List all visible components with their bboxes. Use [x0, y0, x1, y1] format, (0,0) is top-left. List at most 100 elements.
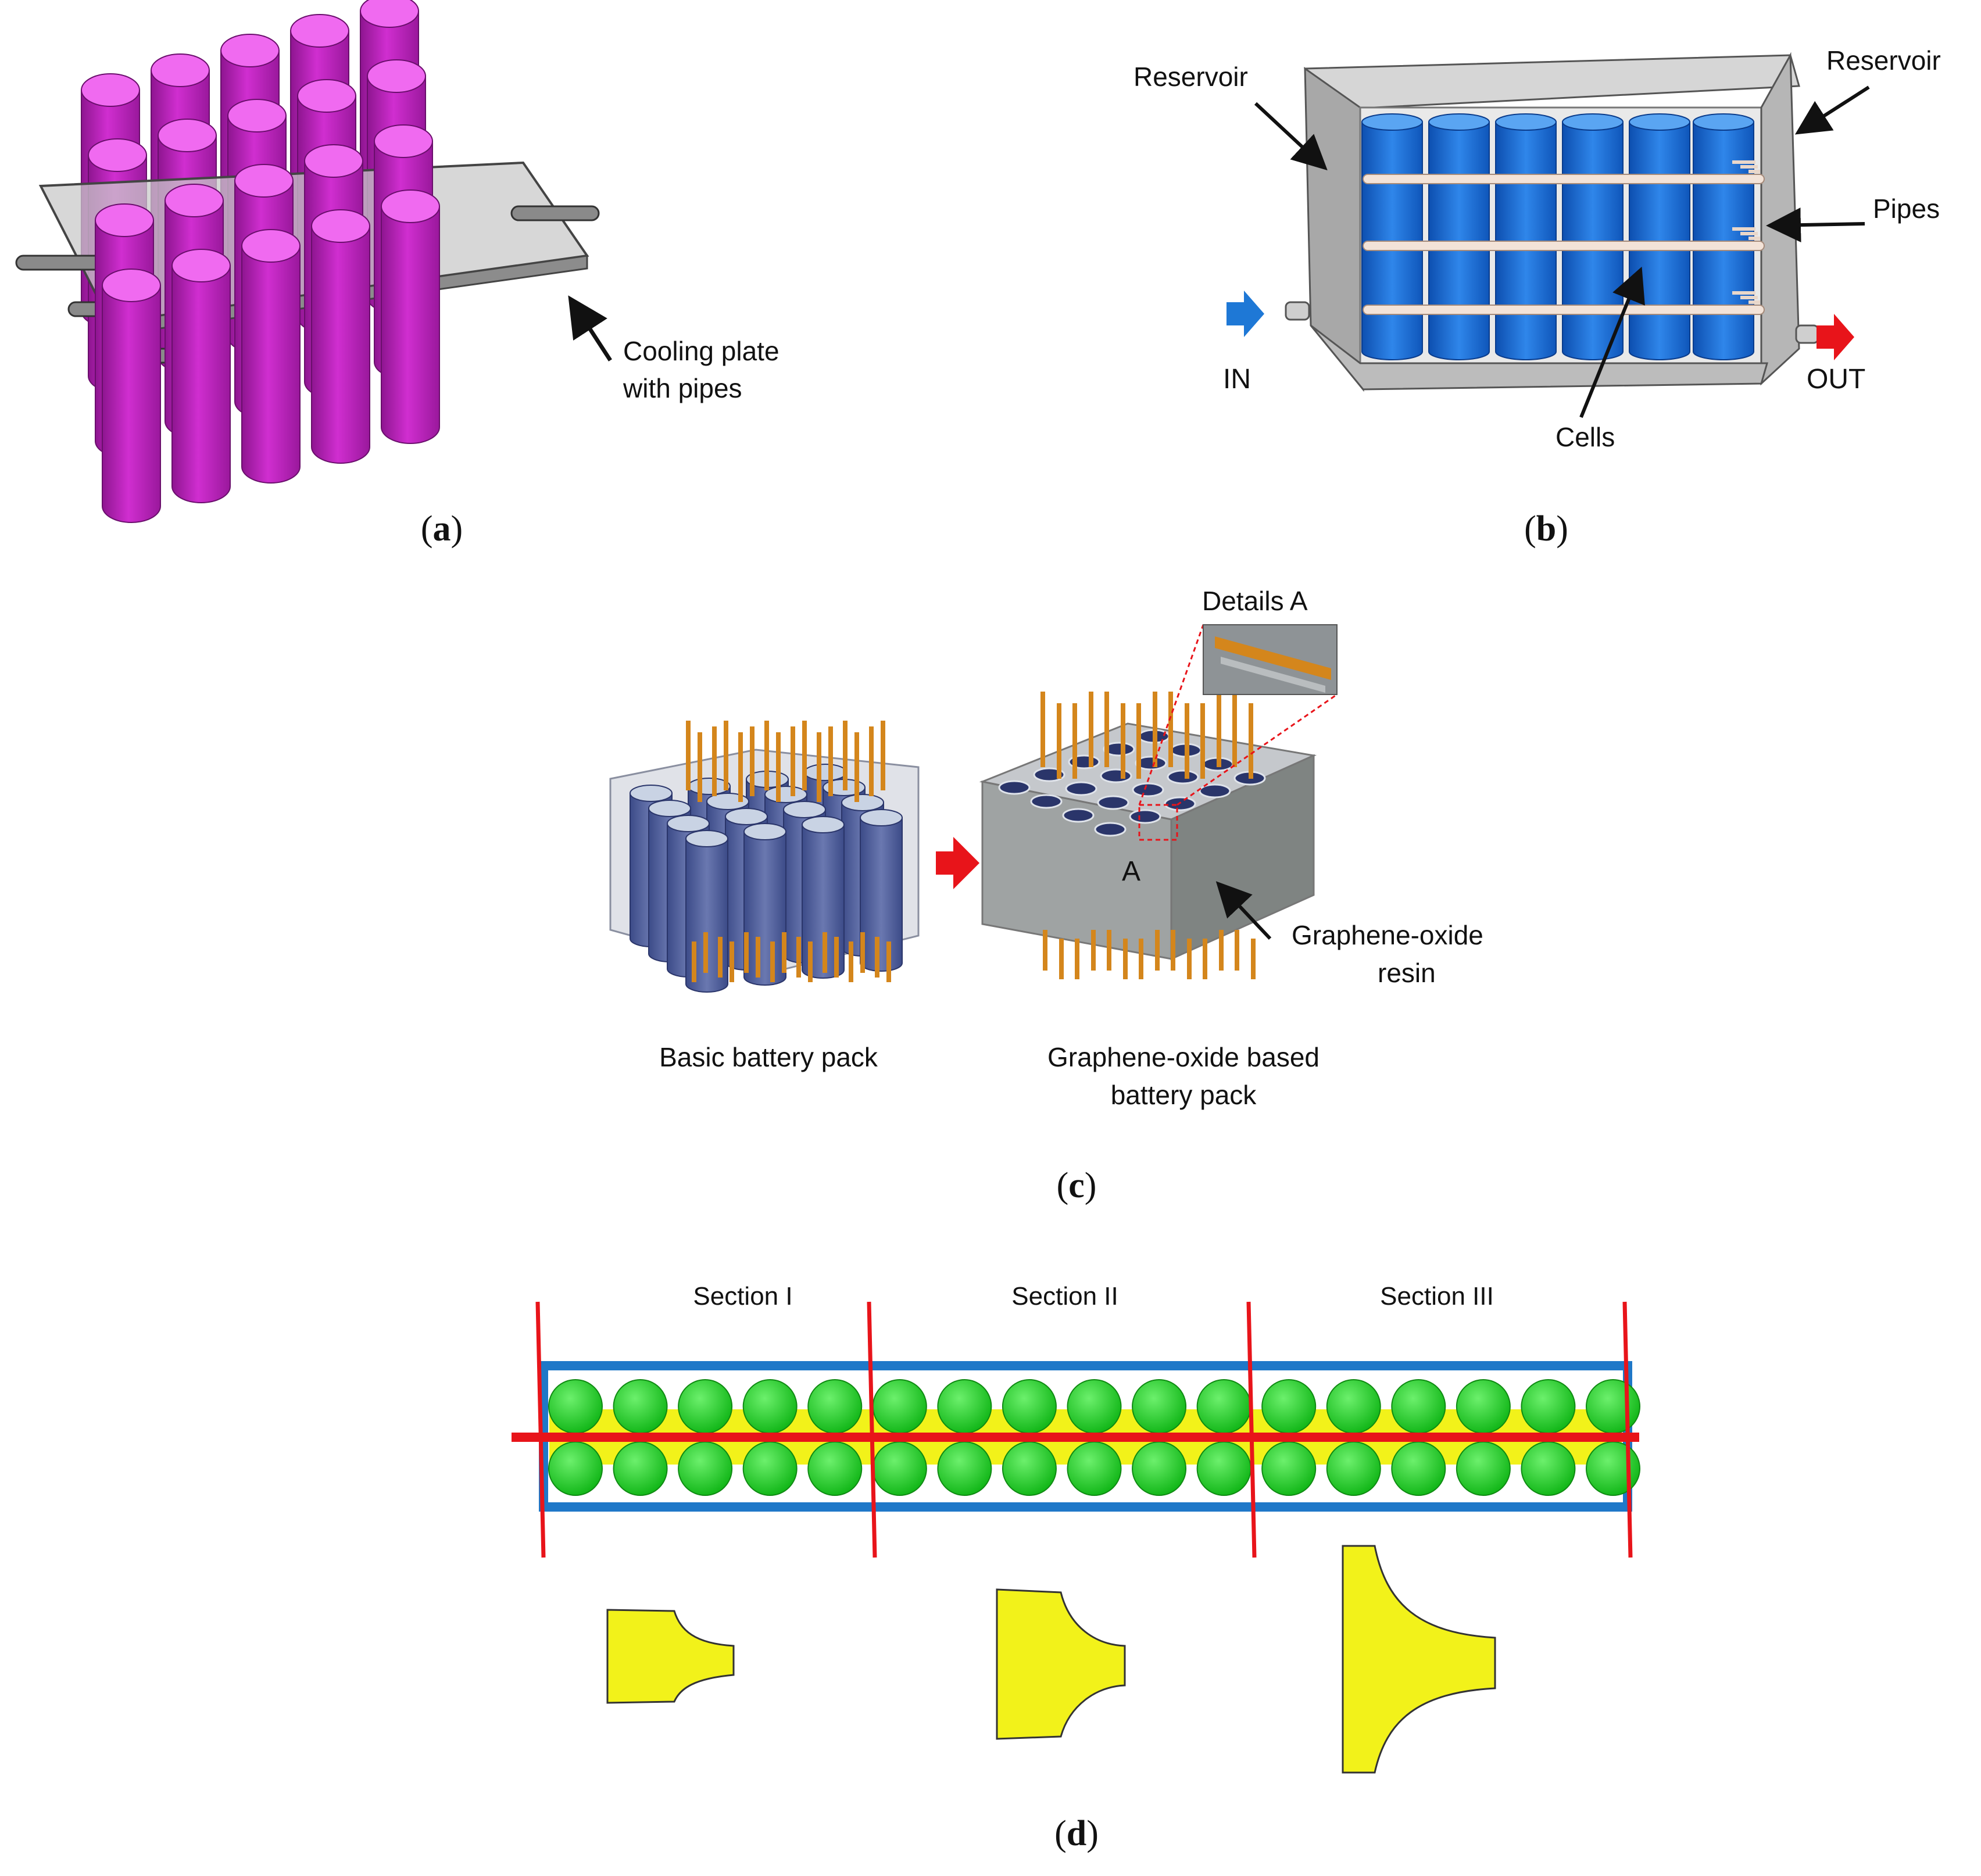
- cooling-pin: [1185, 703, 1189, 779]
- cooling-pin: [886, 941, 891, 982]
- pipe-fitting: [1732, 291, 1755, 295]
- green-cell: [613, 1379, 668, 1434]
- process-arrow: [936, 837, 979, 889]
- cooling-pin: [1153, 692, 1157, 767]
- cooling-pin: [1139, 939, 1143, 979]
- section-i-label: Section I: [693, 1282, 792, 1311]
- cooling-pin: [698, 732, 702, 802]
- reservoir-left-wall: [1304, 67, 1364, 392]
- green-cell: [1391, 1441, 1446, 1496]
- cooling-pin: [1235, 930, 1239, 971]
- cells-arrow: [1579, 266, 1645, 418]
- cooling-pin: [828, 726, 833, 796]
- green-cell: [937, 1441, 992, 1496]
- inlet-pipe: [1285, 301, 1310, 321]
- cooling-pin: [1232, 692, 1237, 767]
- cell-hole: [1097, 795, 1129, 810]
- green-cell: [678, 1379, 733, 1434]
- green-cell: [1521, 1441, 1576, 1496]
- cell-hole: [1199, 783, 1231, 799]
- cooling-pin: [854, 732, 859, 802]
- battery-cell: [860, 809, 903, 972]
- cooling-pin: [1075, 939, 1079, 979]
- green-cell: [1196, 1441, 1251, 1496]
- green-cell: [1002, 1441, 1057, 1496]
- cooling-pin: [756, 937, 760, 978]
- magenta-cell-array-front: [95, 124, 440, 523]
- cooling-plate-pointer-arrow: [568, 295, 612, 361]
- magenta-cell: [241, 229, 301, 484]
- basic-pack-orange-pins: [686, 721, 891, 982]
- section-ii-label: Section II: [1011, 1282, 1118, 1311]
- reservoir-right-label: Reservoir: [1826, 45, 1941, 76]
- cooling-pin: [1072, 703, 1077, 779]
- cooling-pin: [796, 937, 801, 978]
- magenta-cell: [102, 268, 161, 523]
- cooling-pin: [764, 721, 769, 790]
- green-cell: [937, 1379, 992, 1434]
- green-cell: [1391, 1379, 1446, 1434]
- cooling-pin: [869, 726, 874, 796]
- cooling-pin: [802, 721, 807, 790]
- green-cell: [1586, 1379, 1640, 1434]
- pipe-fitting: [1748, 237, 1760, 240]
- cooling-pin: [744, 932, 749, 973]
- pipe-fitting: [1732, 160, 1755, 164]
- reservoir-left-arrow: [1254, 102, 1328, 171]
- blue-cell: [1693, 113, 1754, 360]
- cooling-pin: [834, 937, 839, 978]
- cooling-pin: [1057, 703, 1061, 779]
- pipe: [1363, 241, 1765, 251]
- pipes-label: Pipes: [1873, 194, 1940, 224]
- basic-pack-label: Basic battery pack: [659, 1042, 878, 1072]
- cooling-pin: [823, 932, 827, 973]
- green-cell: [1132, 1441, 1187, 1496]
- resin-label-line1: Graphene-oxide: [1292, 920, 1483, 950]
- green-cell: [1002, 1379, 1057, 1434]
- green-cell: [1326, 1441, 1381, 1496]
- magenta-cell: [171, 249, 231, 503]
- section-dividers: [535, 1301, 1633, 1558]
- blue-cell: [1562, 113, 1624, 360]
- panel-c-graphene-pack-diagram: Details A A Graphene-oxide resin Basic b…: [609, 586, 1483, 1205]
- pipe-fitting: [1740, 232, 1758, 235]
- cooling-pin: [1168, 692, 1173, 767]
- caption-b: (b): [1524, 509, 1568, 549]
- green-cell: [1261, 1379, 1317, 1434]
- cell-hole: [1062, 808, 1095, 823]
- green-cell: [548, 1379, 603, 1434]
- cooling-pin: [860, 932, 865, 973]
- pipe-fitting: [1748, 170, 1760, 173]
- pipe-fitting: [1740, 296, 1758, 299]
- details-a-label: Details A: [1202, 586, 1308, 616]
- green-cell: [1521, 1379, 1576, 1434]
- graphene-pack-label-line2: battery pack: [1111, 1080, 1257, 1110]
- outlet-pipe: [1795, 324, 1819, 344]
- blue-cell: [1361, 113, 1423, 360]
- cooling-pin: [1059, 939, 1064, 979]
- reservoir-right-arrow: [1794, 85, 1870, 135]
- panel-d-sectioned-cell-row: Section I Section II Section III (d): [512, 1282, 1640, 1853]
- cells-label: Cells: [1556, 422, 1615, 452]
- panel-b-reservoir-diagram: IN OUT Reservoir Reservoir Pipes Cells (…: [1133, 45, 1941, 549]
- green-cell: [1067, 1441, 1122, 1496]
- cooling-pin: [738, 732, 743, 802]
- cooling-pin: [1107, 930, 1111, 971]
- reservoir-left-label: Reservoir: [1133, 62, 1248, 92]
- graphene-pack-label-line1: Graphene-oxide based: [1047, 1042, 1320, 1072]
- green-cell: [742, 1441, 798, 1496]
- green-cell: [1067, 1379, 1122, 1434]
- cooling-pin: [1217, 692, 1221, 767]
- battery-cell: [802, 816, 845, 979]
- basic-pack-cells: [630, 764, 903, 993]
- cooling-pin: [1091, 930, 1096, 971]
- green-cell: [872, 1441, 927, 1496]
- outlet-label: OUT: [1807, 364, 1865, 395]
- cooling-pin: [843, 721, 848, 790]
- cooling-pin: [718, 937, 723, 978]
- blue-cell: [1495, 113, 1557, 360]
- fin-profile-section-iii: [1342, 1545, 1496, 1774]
- pipe: [1363, 305, 1765, 315]
- inlet-label: IN: [1223, 364, 1251, 395]
- section-iii-label: Section III: [1380, 1282, 1494, 1311]
